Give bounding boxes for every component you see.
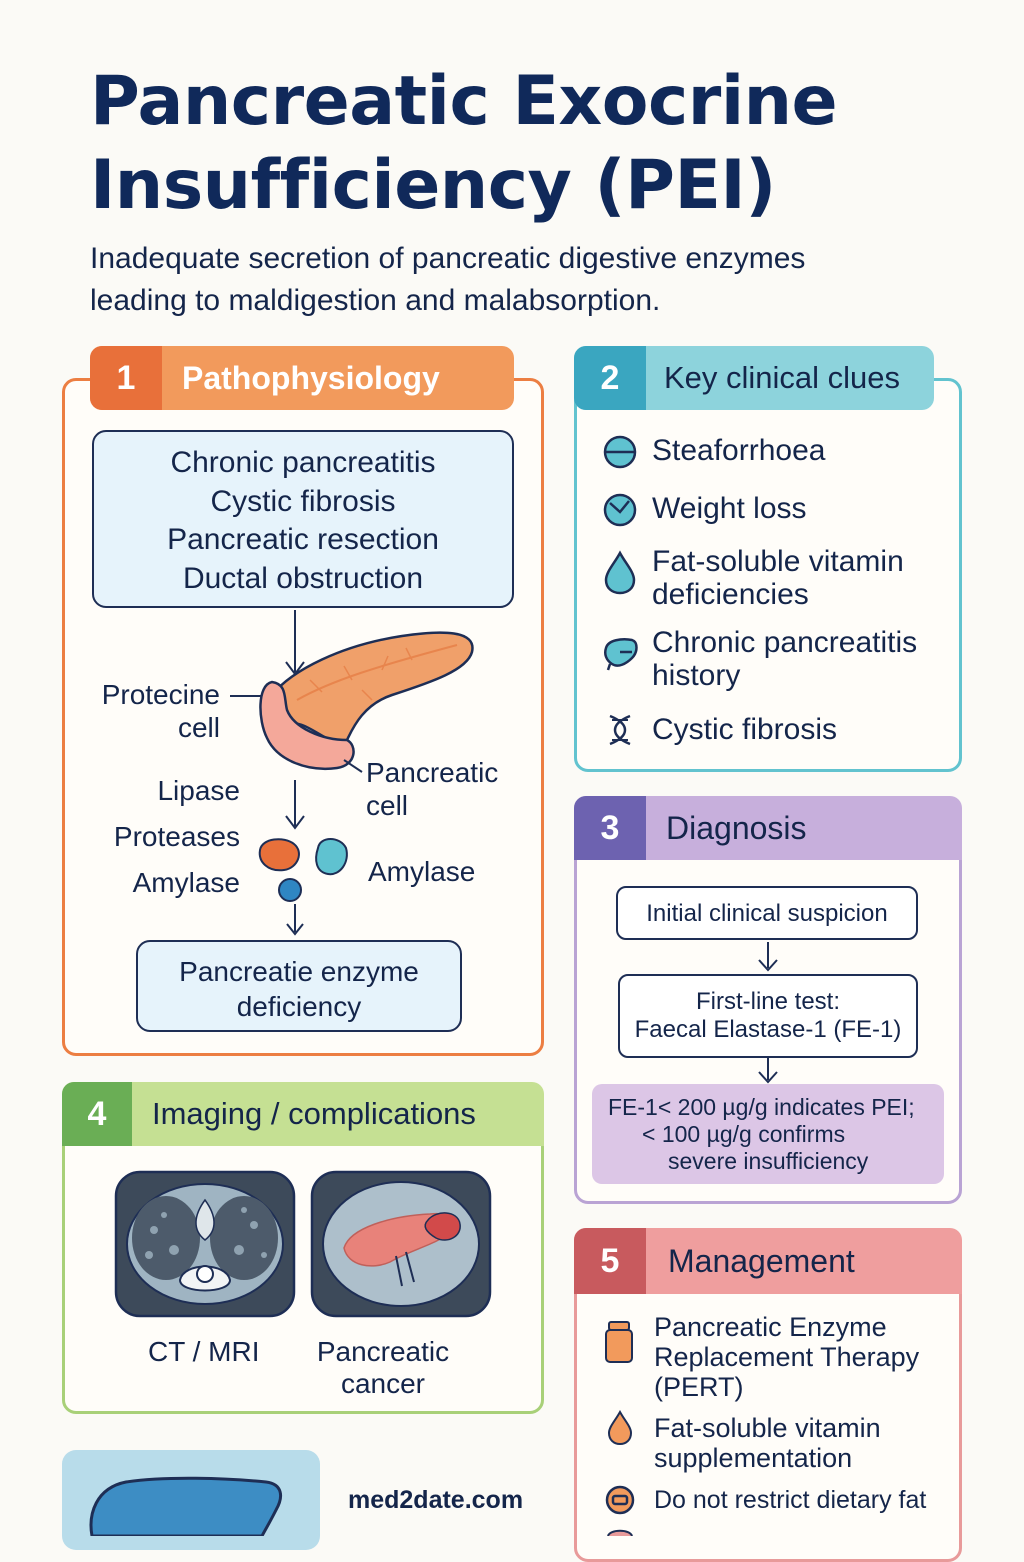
label-pancreatic-line2: cell <box>366 790 409 821</box>
cause-item: Cystic fibrosis <box>210 484 396 518</box>
deficiency-line1: Pancreatie enzyme <box>179 956 419 987</box>
site-link[interactable]: med2date.com <box>348 1486 524 1514</box>
pathophysiology-diagram <box>230 610 474 936</box>
vitamins-line1: Fat-soluble vitamin <box>654 1413 881 1443</box>
arrow-down-icon <box>758 1058 778 1084</box>
result-line3: severe insufficiency <box>668 1148 869 1174</box>
title-line-2: Insufficiency (PEI) <box>90 146 776 225</box>
section-2-header: 2 Key clinical clues <box>574 346 934 410</box>
diagnosis-result-box: FE-1< 200 µg/g indicates PEI; < 100 µg/g… <box>592 1084 944 1184</box>
section-5-header: 5 Management <box>574 1228 962 1294</box>
droplet-icon <box>607 1410 633 1446</box>
label-amylase-right: Amylase <box>368 856 476 887</box>
clue-item: Steaforrhoea <box>652 434 825 467</box>
section-key-clinical-clues <box>574 378 962 772</box>
cause-item: Chronic pancreatitis <box>170 446 436 479</box>
no-restrict-icon <box>605 1485 635 1515</box>
clue-pancreatitis-line2: history <box>652 659 741 692</box>
enzyme-deficiency-box: Pancreatie enzyme deficiency <box>136 940 462 1032</box>
section-4-title: Imaging / complications <box>152 1096 476 1131</box>
pancreatic-cancer-image <box>310 1170 492 1318</box>
result-line1: FE-1< 200 µg/g indicates PEI; <box>608 1094 915 1120</box>
subtitle-line-1: Inadequate secretion of pancreatic diges… <box>90 242 806 275</box>
clue-item: Weight loss <box>652 492 807 525</box>
section-3-title: Diagnosis <box>666 809 807 846</box>
management-item-fat: Do not restrict dietary fat <box>654 1485 926 1515</box>
section-5-title: Management <box>668 1242 855 1279</box>
clue-pancreatitis-line1: Chronic pancreatitis <box>652 626 918 659</box>
section-2-number: 2 <box>574 346 646 410</box>
clue-vitamin-line2: deficiencies <box>652 578 809 611</box>
clue-vitamin-line1: Fat-soluble vitamin <box>652 545 904 578</box>
enzyme-proteases: Proteases <box>113 821 240 852</box>
label-protecine-line2: cell <box>177 712 220 743</box>
cause-item: Pancreatic resection <box>167 523 439 556</box>
vitamins-line2: supplementation <box>654 1443 853 1473</box>
page-title: Pancreatic Exocrine Insufficiency (PEI) <box>90 60 990 228</box>
management-item-pert: Pancreatic Enzyme Replacement Therapy (P… <box>654 1312 919 1402</box>
liver-icon <box>89 1476 283 1536</box>
management-item-vitamins: Fat-soluble vitamin supplementation <box>654 1413 881 1473</box>
cause-item: Ductal obstruction <box>182 561 424 595</box>
fe1-test-line1: First-line test: <box>695 988 841 1015</box>
capsule-jar-icon <box>605 1321 633 1363</box>
result-line2: < 100 µg/g confirms <box>642 1121 846 1147</box>
section-4-number: 4 <box>62 1082 132 1146</box>
enzyme-list: Lipase Proteases Amylase <box>80 768 240 906</box>
label-ct-mri: CT / MRI <box>148 1336 260 1367</box>
ct-scan-image <box>114 1170 296 1318</box>
clue-weight-loss: Weight loss <box>652 492 807 525</box>
section-1-header: 1 Pathophysiology <box>90 346 514 410</box>
label-cancer-line1: Pancreatic <box>316 1336 450 1367</box>
section-4-header: 4 Imaging / complications <box>62 1082 544 1146</box>
pert-line3: (PERT) <box>654 1372 744 1402</box>
pert-line2: Replacement Therapy <box>654 1342 920 1372</box>
diagnosis-step-suspicion: Initial clinical suspicion <box>616 886 918 940</box>
label-pancreatic-line1: Pancreatic <box>366 757 499 788</box>
stool-icon <box>603 435 637 469</box>
title-line-1: Pancreatic Exocrine <box>90 62 838 141</box>
diagnosis-step-fe1-test: First-line test: Faecal Elastase-1 (FE-1… <box>618 974 918 1058</box>
section-1-title: Pathophysiology <box>182 359 440 396</box>
section-3-header: 3 Diagnosis <box>574 796 962 860</box>
section-3-number: 3 <box>574 796 646 860</box>
section-2-title: Key clinical clues <box>664 360 901 395</box>
section-1-number: 1 <box>90 346 162 410</box>
clue-item: Fat-soluble vitamin deficiencies <box>652 545 904 611</box>
page-subtitle: Inadequate secretion of pancreatic diges… <box>90 238 990 322</box>
label-pancreatic-cell: Pancreatic cell <box>366 756 498 822</box>
pancreas-icon <box>604 638 638 671</box>
list-item-icon <box>607 1529 633 1536</box>
subtitle-line-2: leading to maldigestion and malabsorptio… <box>90 284 661 317</box>
dna-icon <box>609 714 631 746</box>
deficiency-line2: deficiency <box>236 991 362 1022</box>
causes-box: Chronic pancreatitis Cystic fibrosis Pan… <box>92 430 514 608</box>
clue-item: Chronic pancreatitis history <box>652 626 917 692</box>
enzyme-lipase: Lipase <box>157 775 240 806</box>
label-protecine-line1: Protecine <box>101 679 220 710</box>
clue-item: Cystic fibrosis <box>652 713 837 746</box>
droplet-icon <box>604 550 636 595</box>
label-cancer-line2: cancer <box>340 1368 426 1399</box>
arrow-down-icon <box>758 942 778 972</box>
step-suspicion-text: Initial clinical suspicion <box>646 900 888 927</box>
pert-line1: Pancreatic Enzyme <box>654 1312 887 1342</box>
scale-icon <box>603 493 637 527</box>
section-5-number: 5 <box>574 1228 646 1294</box>
label-protecine: Protecine cell <box>90 678 220 744</box>
fe1-test-line2: Faecal Elastase-1 (FE-1) <box>634 1016 902 1043</box>
clue-steatorrhoea: Steaforrhoea <box>652 434 826 467</box>
enzyme-amylase: Amylase <box>132 867 240 898</box>
fat-line1: Do not restrict dietary fat <box>654 1486 927 1514</box>
pancreas-icon <box>269 631 474 744</box>
clue-cystic-fibrosis: Cystic fibrosis <box>652 713 838 746</box>
label-pancreatic-cancer: Pancreatic cancer <box>308 1336 458 1400</box>
